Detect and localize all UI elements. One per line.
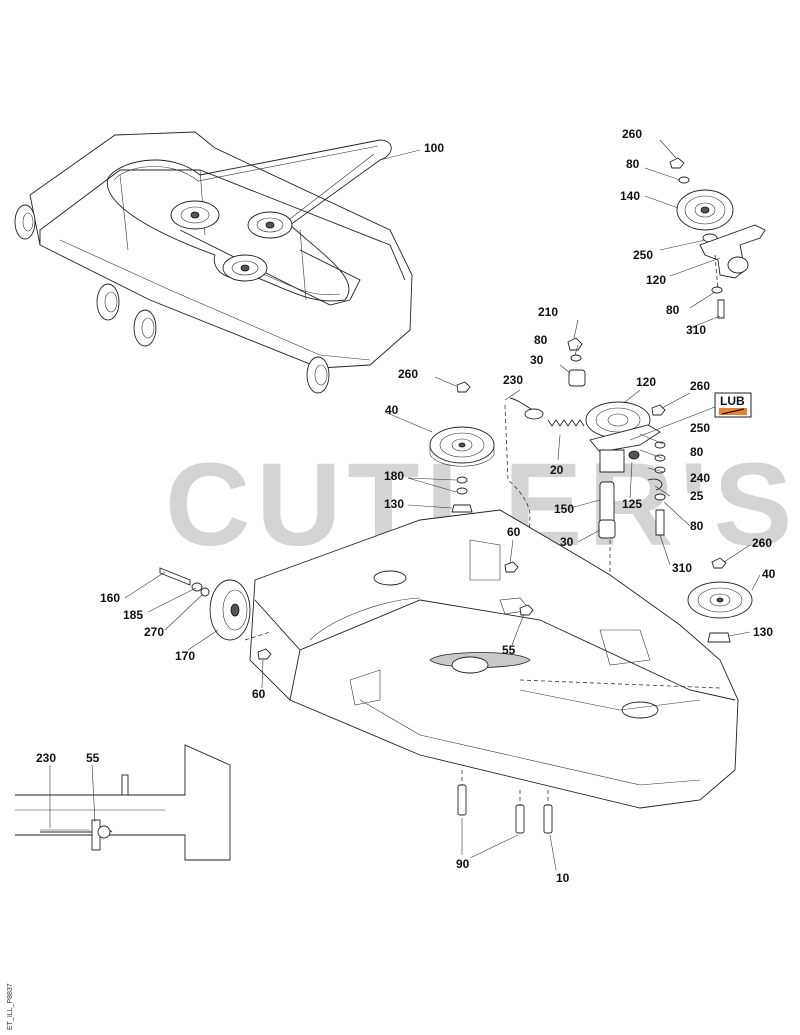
callout-30: 30 [560, 535, 574, 549]
callout-250: 250 [633, 248, 653, 262]
idler-pulley-140 [676, 189, 734, 231]
callout-170: 170 [175, 649, 195, 663]
callout-130: 130 [753, 625, 773, 639]
mower-deck-housing [244, 509, 739, 809]
callout-25: 25 [690, 489, 704, 503]
callout-260: 260 [622, 127, 642, 141]
callout-260: 260 [690, 379, 710, 393]
callout-80: 80 [666, 303, 680, 317]
callout-185: 185 [123, 608, 143, 622]
drive-belt [106, 139, 392, 302]
callout-250: 250 [690, 421, 710, 435]
pulley-40 [429, 426, 495, 464]
callout-270: 270 [144, 625, 164, 639]
callout-160: 160 [100, 591, 120, 605]
callout-310: 310 [672, 561, 692, 575]
callout-260: 260 [398, 367, 418, 381]
callout-10: 10 [556, 871, 570, 885]
callout-130: 130 [384, 497, 404, 511]
callout-55: 55 [502, 643, 516, 657]
idler-arm-assembly [669, 157, 766, 319]
lub-badge-text: LUB [720, 394, 745, 408]
leader-lines [49, 139, 761, 871]
callout-150: 150 [554, 502, 574, 516]
callout-230: 230 [36, 751, 56, 765]
spindle-assembly [504, 337, 666, 660]
gauge-wheel-assembly [159, 567, 251, 641]
callout-labels: 100 260 80 140 250 120 80 310 210 80 30 … [36, 127, 776, 885]
callout-310: 310 [686, 323, 706, 337]
callout-140: 140 [620, 189, 640, 203]
callout-80: 80 [626, 157, 640, 171]
gauge-wheel [133, 309, 157, 347]
callout-210: 210 [538, 305, 558, 319]
callout-40: 40 [762, 567, 776, 581]
callout-120: 120 [646, 273, 666, 287]
callout-55: 55 [86, 751, 100, 765]
callout-30: 30 [530, 353, 544, 367]
deck-overview-assembly [14, 131, 413, 394]
tension-spring [547, 419, 585, 427]
callout-120: 120 [636, 375, 656, 389]
callout-60: 60 [507, 525, 521, 539]
callout-230: 230 [503, 373, 523, 387]
pulley-right [247, 211, 293, 239]
callout-40: 40 [385, 403, 399, 417]
callout-180: 180 [384, 469, 404, 483]
callout-90: 90 [456, 857, 470, 871]
bolt-set [457, 770, 553, 834]
callout-125: 125 [622, 497, 642, 511]
wheel-170 [209, 579, 251, 641]
callout-80: 80 [690, 519, 704, 533]
callout-20: 20 [550, 463, 564, 477]
gauge-wheel [306, 356, 330, 394]
lubrication-badge: LUB [714, 392, 752, 418]
callout-100: 100 [424, 141, 444, 155]
detail-inset [15, 744, 231, 861]
callout-260: 260 [752, 536, 772, 550]
pulley-center [222, 254, 268, 282]
pulley-stack-right [687, 557, 753, 643]
pulley-stack-left [429, 381, 495, 620]
callout-60: 60 [252, 687, 266, 701]
callout-80: 80 [690, 445, 704, 459]
callout-240: 240 [690, 471, 710, 485]
pulley-left [170, 200, 220, 230]
gauge-wheel [96, 283, 120, 321]
drawing-code: ET_ILL_P8837 [7, 983, 14, 1030]
gauge-wheel [14, 204, 36, 240]
callout-80: 80 [534, 333, 548, 347]
pulley-40-right [687, 581, 753, 619]
